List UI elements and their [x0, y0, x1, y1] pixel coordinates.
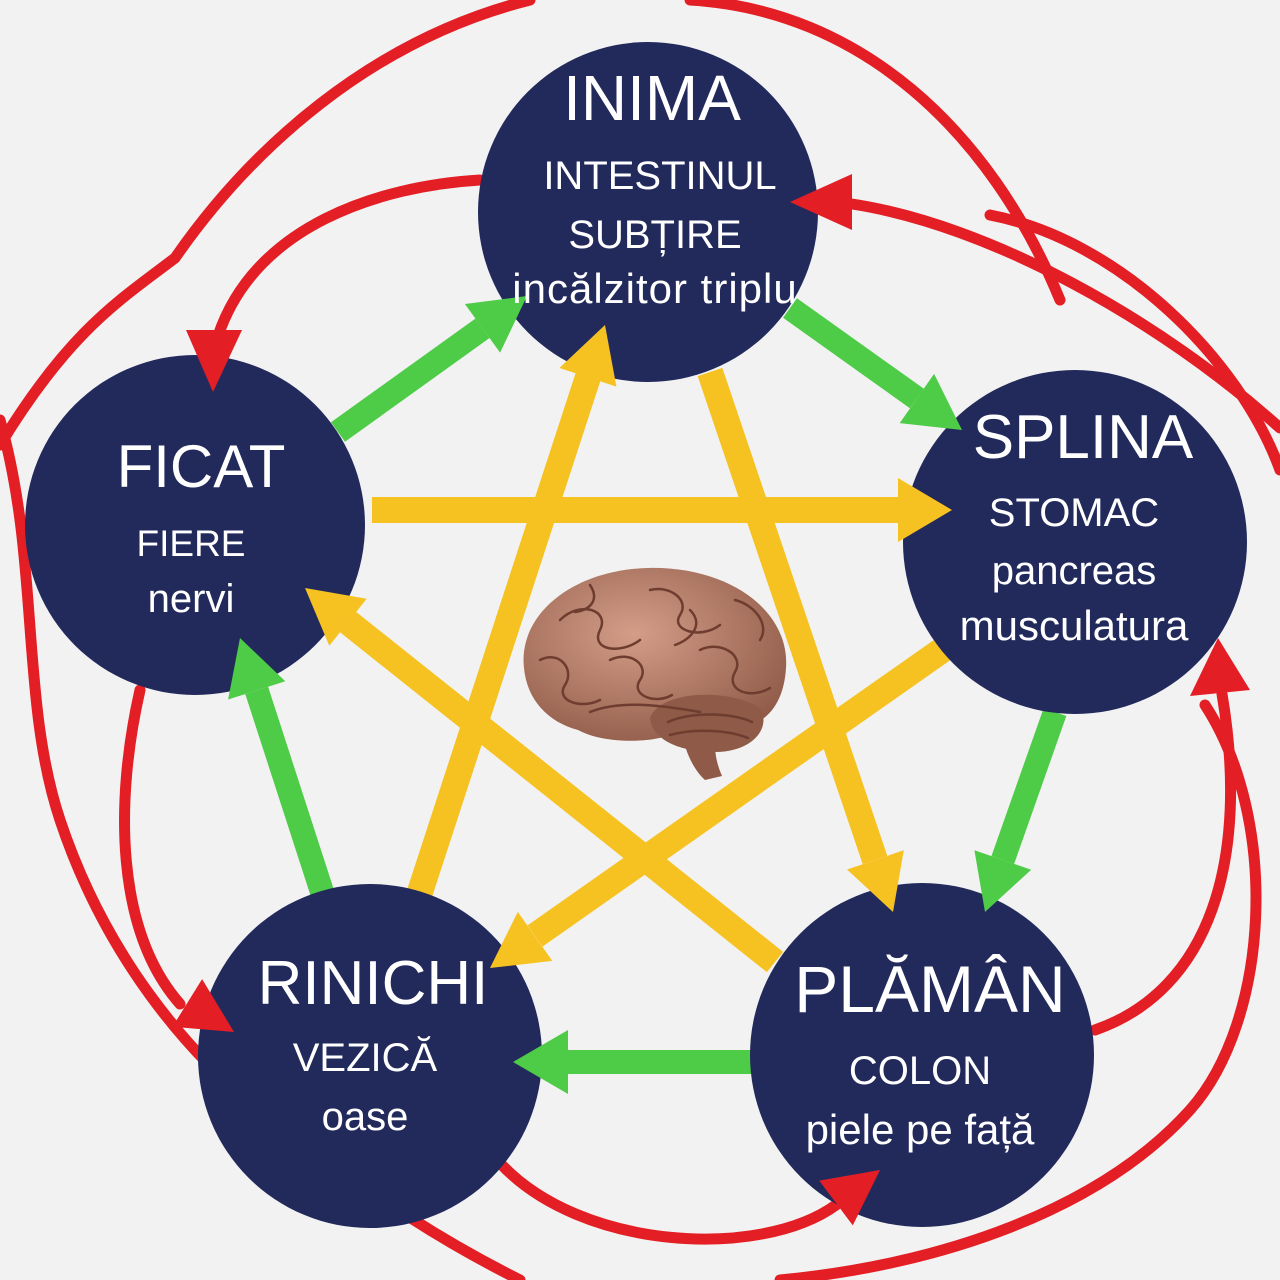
node-inima-labels: INIMA INTESTINUL SUBȚIRE incălzitor trip…	[512, 62, 797, 312]
inima-line-1: INTESTINUL	[543, 154, 776, 198]
arrow-inima-to-plaman-shaft	[697, 367, 888, 865]
brain-folds	[538, 583, 772, 740]
cerebellum-fold	[666, 713, 754, 724]
arrow-plaman-to-ficat-head	[305, 588, 367, 646]
splina-line-3: musculatura	[960, 602, 1189, 649]
rinichi-line-2: oase	[322, 1095, 409, 1139]
arrow-rinichi-to-inima-head	[559, 325, 617, 387]
brain-fold	[538, 656, 602, 706]
brain-fold	[558, 607, 642, 650]
cerebellum-fold	[668, 729, 750, 740]
arrow-inima-to-splina-head	[899, 373, 962, 430]
green-arrow-shafts	[245, 298, 1067, 1074]
ficat-title: FICAT	[117, 433, 286, 500]
brain-fold	[673, 608, 698, 647]
arrow-ficat-to-splina-head	[898, 478, 952, 542]
arrow-splina-to-plaman-shaft	[991, 708, 1067, 864]
arrow-plaman-to-rinichi-head	[513, 1030, 568, 1094]
arrow-ficat-to-inima-shaft	[331, 318, 490, 442]
arrow-ficat-to-inima-head	[464, 296, 527, 353]
red-arrow-into-inima-head	[790, 174, 852, 230]
arrow-splina-to-rinichi-shaft	[527, 637, 953, 947]
red-arrow-into-plaman-head	[819, 1170, 880, 1226]
arrow-splina-to-rinichi-head	[490, 911, 553, 968]
arrow-rinichi-to-inima-shaft	[407, 372, 601, 897]
plaman-title: PLĂMÂN	[794, 952, 1065, 1026]
red-loop-into-plaman	[494, 1157, 842, 1245]
brain-stem	[684, 740, 722, 780]
node-inima-circle	[478, 42, 818, 382]
node-splina-circle	[903, 370, 1247, 714]
red-loop-into-ficat	[212, 174, 486, 342]
arrow-inima-to-splina-shaft	[783, 298, 924, 409]
node-plaman-circle	[750, 883, 1094, 1227]
splina-title: SPLINA	[973, 403, 1194, 472]
inima-line-3: incălzitor triplu	[512, 265, 797, 312]
brain-fold	[608, 655, 674, 701]
brain-fold	[648, 587, 722, 634]
inima-line-2: SUBȚIRE	[568, 213, 741, 257]
yellow-arrow-shafts	[339, 367, 953, 973]
node-rinichi-circle	[198, 884, 542, 1228]
arrow-splina-to-plaman-head	[974, 850, 1032, 912]
red-arrowheads	[172, 174, 1250, 1226]
plaman-line-1: COLON	[849, 1049, 991, 1093]
red-arrow-into-rinichi-head	[172, 979, 234, 1032]
node-plaman-labels: PLĂMÂN COLON piele pe față	[794, 952, 1065, 1153]
brain-fissure	[588, 703, 702, 714]
node-ficat-labels: FICAT FIERE nervi	[117, 433, 286, 621]
brain-fold	[698, 645, 772, 695]
red-arrow-into-splina-head	[1190, 638, 1250, 696]
inima-title: INIMA	[563, 62, 741, 134]
node-splina-labels: SPLINA STOMAC pancreas musculatura	[960, 403, 1194, 649]
red-loop-right-outer	[774, 699, 1262, 1280]
red-arrow-into-ficat-head	[186, 330, 242, 392]
red-loop-right-cross	[984, 209, 1280, 476]
rinichi-line-1: VEZICĂ	[293, 1035, 438, 1080]
splina-line-1: STOMAC	[989, 491, 1159, 535]
arrow-rinichi-to-ficat-head	[228, 638, 286, 700]
brain-fold	[733, 598, 765, 642]
rinichi-title: RINICHI	[258, 949, 489, 1018]
arrow-inima-to-plaman-head	[847, 850, 904, 912]
brain-fold	[573, 583, 596, 614]
node-ficat-circle	[25, 355, 365, 695]
arrow-plaman-to-ficat-shaft	[339, 611, 784, 973]
ficat-line-2: nervi	[148, 577, 235, 621]
splina-line-2: pancreas	[992, 549, 1157, 593]
red-loop-top-left	[0, 0, 536, 451]
node-rinichi-labels: RINICHI VEZICĂ oase	[258, 949, 489, 1139]
yellow-arrowheads	[305, 325, 952, 968]
red-loop-into-rinichi	[119, 684, 186, 1010]
ficat-line-1: FIERE	[137, 523, 246, 564]
arrow-rinichi-to-ficat-shaft	[245, 686, 334, 896]
plaman-line-2: piele pe față	[806, 1106, 1035, 1153]
red-loop-top-right	[684, 0, 1066, 306]
green-arrowheads	[228, 296, 1032, 1094]
element-circles	[25, 42, 1247, 1228]
brain-icon	[523, 567, 787, 780]
